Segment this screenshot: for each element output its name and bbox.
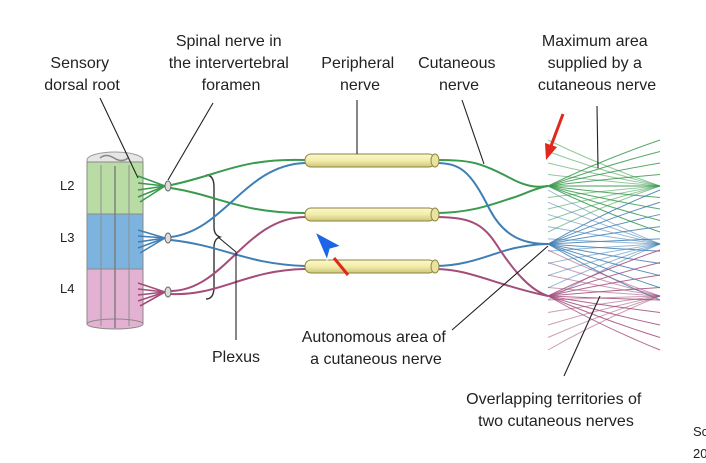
leader-lines: [99, 97, 601, 377]
label-cutaneous-nerve: Cutaneous nerve: [418, 55, 500, 94]
segment-label-l4: L4: [60, 281, 74, 296]
peripheral-nerve-tubes: [304, 153, 440, 274]
label-sensory-dorsal-root: Sensory dorsal root: [44, 55, 120, 94]
nerve-fibers: [170, 158, 549, 297]
source-text-fragment: Sc 20: [693, 424, 706, 461]
spinal-cord: [86, 151, 144, 330]
segment-label-l3: L3: [60, 230, 74, 245]
segment-label-l2: L2: [60, 178, 74, 193]
label-plexus: Plexus: [212, 349, 260, 366]
label-peripheral-nerve: Peripheral nerve: [321, 55, 398, 94]
label-spinal-nerve: Spinal nerve in the intervertebral foram…: [169, 33, 294, 94]
label-maximum-area: Maximum area supplied by a cutaneous ner…: [538, 33, 656, 94]
red-arrow-center: [332, 257, 350, 276]
red-arrow-top: [545, 113, 565, 160]
plexus-bracket: [205, 174, 223, 300]
cutaneous-territories: [547, 139, 661, 351]
nerve-roots: [137, 175, 172, 307]
cursor-pointer-icon: [313, 230, 343, 262]
label-overlapping-territories: Overlapping territories of two cutaneous…: [466, 391, 646, 430]
label-autonomous-area: Autonomous area of a cutaneous nerve: [302, 329, 451, 368]
